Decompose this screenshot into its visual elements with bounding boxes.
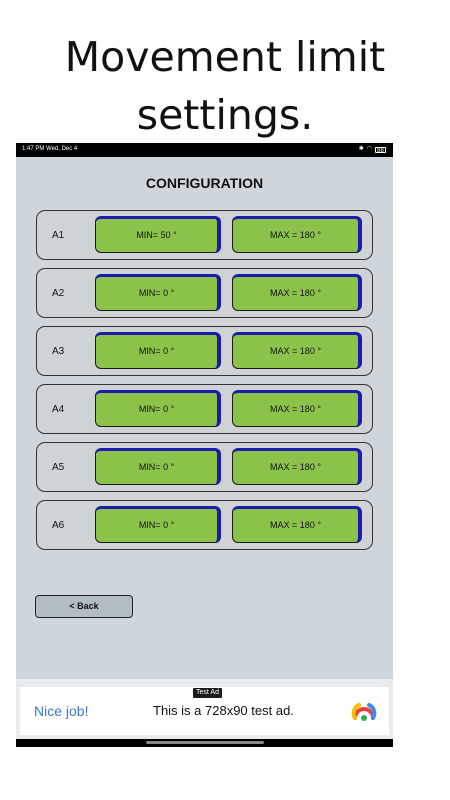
- headline-line-1: Movement limit: [64, 33, 386, 81]
- navigation-bar: [16, 739, 393, 747]
- headline-line-2: settings.: [136, 91, 314, 139]
- min-limit-button-a3[interactable]: MIN= 0 °: [95, 332, 221, 369]
- axis-label: A1: [52, 230, 65, 241]
- min-limit-button-a4[interactable]: MIN= 0 °: [95, 390, 221, 427]
- ad-text: This is a 728x90 test ad.: [153, 703, 294, 718]
- min-limit-button-a1[interactable]: MIN= 50 °: [95, 216, 221, 253]
- headline: Movement limit settings.: [0, 28, 450, 144]
- home-gesture-handle[interactable]: [146, 741, 264, 744]
- max-limit-button-a1[interactable]: MAX = 180 °: [232, 216, 362, 253]
- axis-row-a6: A6 MIN= 0 ° MAX = 180 °: [36, 500, 373, 550]
- axis-row-a1: A1 MIN= 50 ° MAX = 180 °: [36, 210, 373, 260]
- axis-label: A4: [52, 404, 65, 415]
- max-limit-button-a6[interactable]: MAX = 180 °: [232, 506, 362, 543]
- device-frame: 1:47 PM Wed, Dec 4 ✱ ◠ 88 CONFIGURATION …: [16, 143, 393, 747]
- ad-content[interactable]: Test Ad Nice job! This is a 728x90 test …: [20, 687, 389, 735]
- axis-row-a3: A3 MIN= 0 ° MAX = 180 °: [36, 326, 373, 376]
- axis-label: A6: [52, 520, 65, 531]
- min-limit-button-a5[interactable]: MIN= 0 °: [95, 448, 221, 485]
- ad-tag: Test Ad: [193, 688, 222, 698]
- min-limit-button-a6[interactable]: MIN= 0 °: [95, 506, 221, 543]
- status-bar: 1:47 PM Wed, Dec 4 ✱ ◠ 88: [16, 143, 393, 157]
- battery-icon: 88: [375, 146, 386, 154]
- axis-label: A5: [52, 462, 65, 473]
- max-limit-button-a2[interactable]: MAX = 180 °: [232, 274, 362, 311]
- wifi-icon: ◠: [366, 146, 372, 152]
- axis-label: A2: [52, 288, 65, 299]
- axis-row-a2: A2 MIN= 0 ° MAX = 180 °: [36, 268, 373, 318]
- axis-row-a5: A5 MIN= 0 ° MAX = 180 °: [36, 442, 373, 492]
- min-limit-button-a2[interactable]: MIN= 0 °: [95, 274, 221, 311]
- max-limit-button-a5[interactable]: MAX = 180 °: [232, 448, 362, 485]
- app-screen: CONFIGURATION A1 MIN= 50 ° MAX = 180 ° A…: [16, 157, 393, 679]
- axis-row-a4: A4 MIN= 0 ° MAX = 180 °: [36, 384, 373, 434]
- battery-level: 88: [377, 147, 384, 154]
- bluetooth-icon: ✱: [358, 146, 364, 152]
- back-button[interactable]: < Back: [35, 595, 133, 618]
- admob-logo-icon[interactable]: [350, 697, 378, 725]
- ad-banner: Test Ad Nice job! This is a 728x90 test …: [16, 679, 393, 739]
- ad-headline[interactable]: Nice job!: [34, 703, 89, 719]
- status-icons: ✱ ◠ 88: [358, 146, 386, 154]
- page-title: CONFIGURATION: [145, 175, 264, 191]
- status-time: 1:47 PM Wed, Dec 4: [22, 146, 78, 152]
- max-limit-button-a3[interactable]: MAX = 180 °: [232, 332, 362, 369]
- max-limit-button-a4[interactable]: MAX = 180 °: [232, 390, 362, 427]
- axis-label: A3: [52, 346, 65, 357]
